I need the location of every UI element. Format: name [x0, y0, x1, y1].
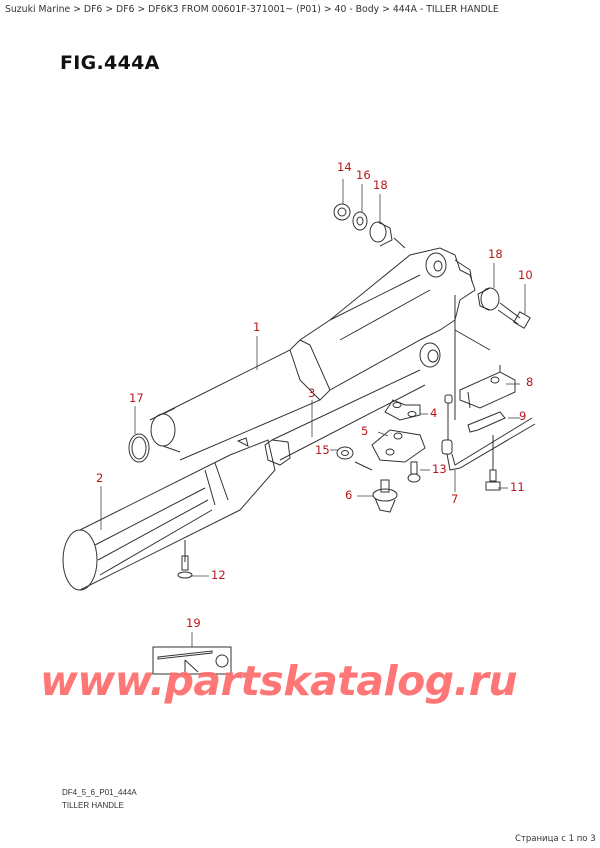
- cable-drawing: [442, 395, 535, 470]
- callout-15[interactable]: 15: [315, 443, 330, 457]
- callout-19[interactable]: 19: [186, 616, 201, 630]
- right-fasteners-drawing: [478, 288, 530, 328]
- callout-16[interactable]: 16: [356, 168, 371, 182]
- callout-12[interactable]: 12: [211, 568, 226, 582]
- callout-5[interactable]: 5: [361, 424, 369, 438]
- leader-lines: [101, 179, 525, 647]
- figure-code: DF4_5_6_P01_444A: [62, 788, 137, 797]
- throttle-grip-drawing: [63, 438, 275, 590]
- callout-10[interactable]: 10: [518, 268, 533, 282]
- callout-18-right[interactable]: 18: [488, 247, 503, 261]
- page-indicator[interactable]: Страница с 1 по 3: [515, 834, 596, 844]
- throttle-label-drawing: [153, 647, 231, 674]
- callout-4[interactable]: 4: [430, 406, 438, 420]
- washer-15-drawing: [337, 447, 353, 459]
- tiller-arm-drawing: [150, 248, 490, 460]
- plate-drawing: [385, 400, 420, 420]
- figure-name: TILLER HANDLE: [62, 801, 124, 810]
- clip-drawing: [468, 412, 505, 432]
- screw-12-drawing: [178, 540, 192, 578]
- callout-9[interactable]: 9: [519, 409, 527, 423]
- bolt-11-drawing: [486, 435, 500, 490]
- callout-7[interactable]: 7: [451, 492, 459, 506]
- callout-13[interactable]: 13: [432, 462, 447, 476]
- callout-8[interactable]: 8: [526, 375, 534, 389]
- switch-holder-drawing: [460, 365, 515, 408]
- callout-6[interactable]: 6: [345, 488, 353, 502]
- throttle-shaft-drawing: [265, 370, 425, 465]
- figure-title: FIG.444A: [60, 52, 160, 74]
- bracket-drawing: [355, 430, 425, 470]
- knob-drawing: [373, 480, 397, 512]
- top-fasteners-drawing: [334, 204, 405, 248]
- callout-11[interactable]: 11: [510, 480, 525, 494]
- breadcrumb[interactable]: Suzuki Marine > DF6 > DF6 > DF6K3 FROM 0…: [5, 4, 499, 15]
- callout-1[interactable]: 1: [253, 320, 261, 334]
- callout-14[interactable]: 14: [337, 160, 352, 174]
- callout-17[interactable]: 17: [129, 391, 144, 405]
- screw-13-drawing: [408, 462, 420, 482]
- watermark: www.partskatalog.ru: [40, 657, 518, 705]
- callout-18-top[interactable]: 18: [373, 178, 388, 192]
- callout-2[interactable]: 2: [96, 471, 104, 485]
- callout-3[interactable]: 3: [308, 386, 316, 400]
- o-ring-drawing: [129, 434, 149, 462]
